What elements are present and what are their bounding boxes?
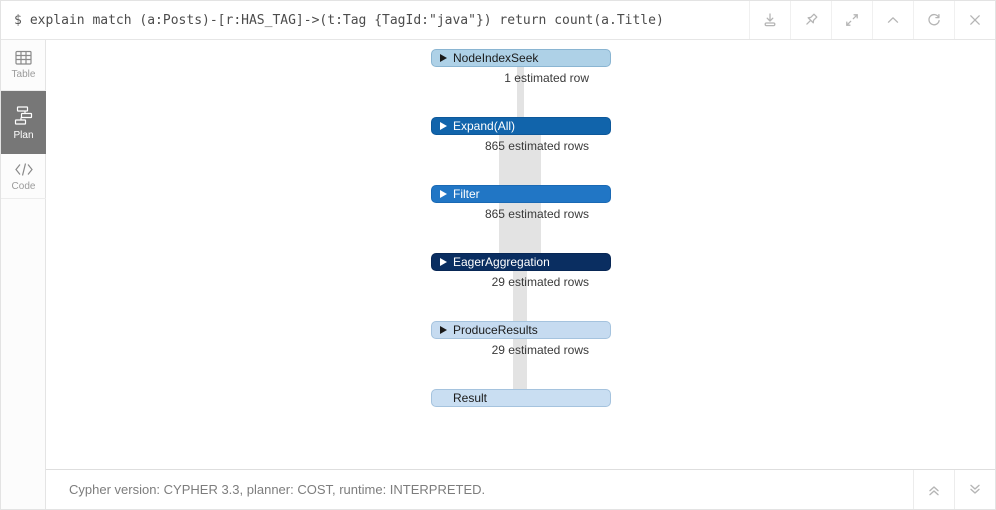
plan-connector — [499, 203, 541, 253]
plan-node-label: EagerAggregation — [453, 255, 550, 269]
plan-node-label: NodeIndexSeek — [453, 51, 539, 65]
download-button[interactable] — [749, 1, 790, 39]
query-bar: $ explain match (a:Posts)-[r:HAS_TAG]->(… — [1, 1, 995, 40]
plan-connector — [499, 135, 541, 185]
plan-connector — [516, 67, 524, 117]
collapse-button[interactable] — [872, 1, 913, 39]
double-chevron-up-icon — [929, 485, 939, 495]
plan-node-label: Expand(All) — [453, 119, 516, 133]
sidebar-item-label: Table — [11, 69, 36, 80]
expand-icon — [846, 14, 858, 26]
pin-button[interactable] — [790, 1, 831, 39]
expand-triangle-icon — [440, 54, 447, 62]
prompt-symbol: $ — [14, 12, 22, 28]
expand-button[interactable] — [831, 1, 872, 39]
plan-node-label: Result — [453, 391, 488, 405]
estimated-rows-label: 29 estimated rows — [491, 343, 589, 357]
plan-node-produceresults[interactable]: ProduceResults — [431, 321, 611, 339]
plan-icon — [14, 105, 32, 125]
view-switcher-sidebar: Table Plan Code — [1, 40, 46, 509]
sidebar-item-code[interactable]: Code — [1, 154, 46, 199]
expand-triangle-icon — [440, 190, 447, 198]
plan-connector — [513, 339, 527, 389]
plan-node-filter[interactable]: Filter — [431, 185, 611, 203]
estimated-rows-label: 29 estimated rows — [491, 275, 589, 289]
double-chevron-down-icon — [970, 484, 980, 494]
estimated-rows-label: 1 estimated row — [504, 71, 589, 85]
query-text: explain match (a:Posts)-[r:HAS_TAG]->(t:… — [29, 12, 664, 28]
pin-icon — [806, 13, 818, 25]
scroll-to-bottom-button[interactable] — [954, 470, 995, 509]
plan-node-nodeindexseek[interactable]: NodeIndexSeek — [431, 49, 611, 67]
plan-node-label: Filter — [453, 187, 480, 201]
estimated-rows-label: 865 estimated rows — [484, 139, 589, 153]
status-bar: Cypher version: CYPHER 3.3, planner: COS… — [46, 469, 995, 509]
query-editor[interactable]: $ explain match (a:Posts)-[r:HAS_TAG]->(… — [1, 1, 749, 39]
plan-node-label: ProduceResults — [453, 323, 538, 337]
expand-triangle-icon — [440, 258, 447, 266]
plan-node-result[interactable]: Result — [431, 389, 611, 407]
code-icon — [14, 162, 33, 176]
table-icon — [15, 50, 32, 65]
sidebar-item-table[interactable]: Table — [1, 40, 46, 91]
expand-triangle-icon — [440, 326, 447, 334]
refresh-icon — [928, 13, 940, 26]
expand-triangle-icon — [440, 122, 447, 130]
cypher-summary-text: Cypher version: CYPHER 3.3, planner: COS… — [69, 482, 486, 497]
sidebar-item-plan[interactable]: Plan — [1, 91, 46, 154]
plan-node-eageraggregation[interactable]: EagerAggregation — [431, 253, 611, 271]
rerun-button[interactable] — [913, 1, 954, 39]
scroll-to-top-button[interactable] — [913, 470, 954, 509]
download-icon — [764, 13, 776, 27]
estimated-rows-label: 865 estimated rows — [484, 207, 589, 221]
close-button[interactable] — [954, 1, 995, 39]
sidebar-item-label: Plan — [13, 129, 34, 141]
sidebar-item-label: Code — [11, 180, 36, 192]
close-icon — [970, 15, 980, 25]
chevron-up-icon — [887, 17, 899, 23]
query-plan-canvas: NodeIndexSeek 1 estimated row Expand(All… — [46, 40, 995, 471]
plan-node-expand-all[interactable]: Expand(All) — [431, 117, 611, 135]
plan-connector — [513, 271, 527, 321]
